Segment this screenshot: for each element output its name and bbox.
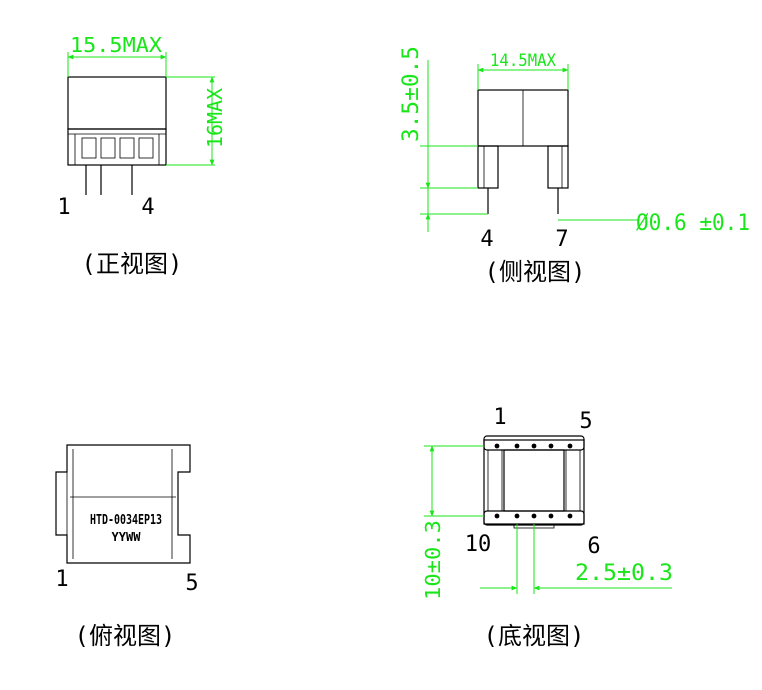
top-view-part-number: HTD-0034EP13 bbox=[90, 513, 162, 528]
bottom-view-core-hatch bbox=[503, 449, 565, 512]
bottom-view-title: (底视图) bbox=[484, 622, 585, 650]
side-view-pin-7-label: 7 bbox=[555, 227, 568, 252]
top-view-pin-5-label: 5 bbox=[185, 571, 198, 596]
front-view-width-dimension: 15.5MAX bbox=[70, 33, 162, 57]
front-view-pin-4-label: 4 bbox=[141, 195, 154, 220]
front-view-pin-1-label: 1 bbox=[57, 195, 70, 220]
bottom-view: 10±0.3 2.5±0.3 1 5 10 6 (底视图) bbox=[421, 405, 673, 650]
side-view-title: (侧视图) bbox=[485, 258, 586, 286]
side-view-width-dimension: 14.5MAX bbox=[490, 51, 557, 71]
front-view: 15.5MAX 16MAX 1 4 (正视图) bbox=[57, 33, 227, 278]
front-view-height-dimension: 16MAX bbox=[203, 88, 227, 148]
top-view: HTD-0034EP13 YYWW 1 5 (俯视图) bbox=[55, 444, 199, 650]
side-view-height-dimension: 3.5±0.5 bbox=[399, 46, 424, 142]
side-view-pin-diameter: Ø0.6 ±0.1 bbox=[636, 211, 750, 236]
top-view-outline bbox=[55, 444, 191, 564]
bottom-view-pin-1-label: 1 bbox=[493, 405, 506, 430]
bottom-view-pin-6-label: 6 bbox=[587, 534, 600, 559]
top-view-title: (俯视图) bbox=[75, 622, 176, 650]
top-view-date-code: YYWW bbox=[112, 530, 142, 544]
front-view-body bbox=[67, 76, 167, 130]
bottom-view-pitch-dimension: 2.5±0.3 bbox=[575, 561, 673, 586]
top-view-pin-1-label: 1 bbox=[55, 567, 68, 592]
side-view-left-post bbox=[477, 145, 499, 214]
front-view-base bbox=[67, 128, 167, 166]
side-view-right-post bbox=[547, 145, 569, 214]
side-view: 14.5MAX 3.5±0.5 Ø0.6 ±0.1 4 7 (侧视图) bbox=[399, 46, 750, 286]
front-view-bobbin-slots bbox=[81, 137, 154, 159]
bottom-view-pin-5-label: 5 bbox=[579, 409, 592, 434]
bottom-view-height-dimension: 10±0.3 bbox=[421, 520, 445, 600]
bottom-view-pin-holes bbox=[494, 443, 573, 519]
front-view-pins bbox=[85, 165, 133, 195]
side-view-pin-4-label: 4 bbox=[480, 227, 493, 252]
bottom-view-pin-10-label: 10 bbox=[465, 532, 492, 557]
front-view-title: (正视图) bbox=[82, 250, 183, 278]
